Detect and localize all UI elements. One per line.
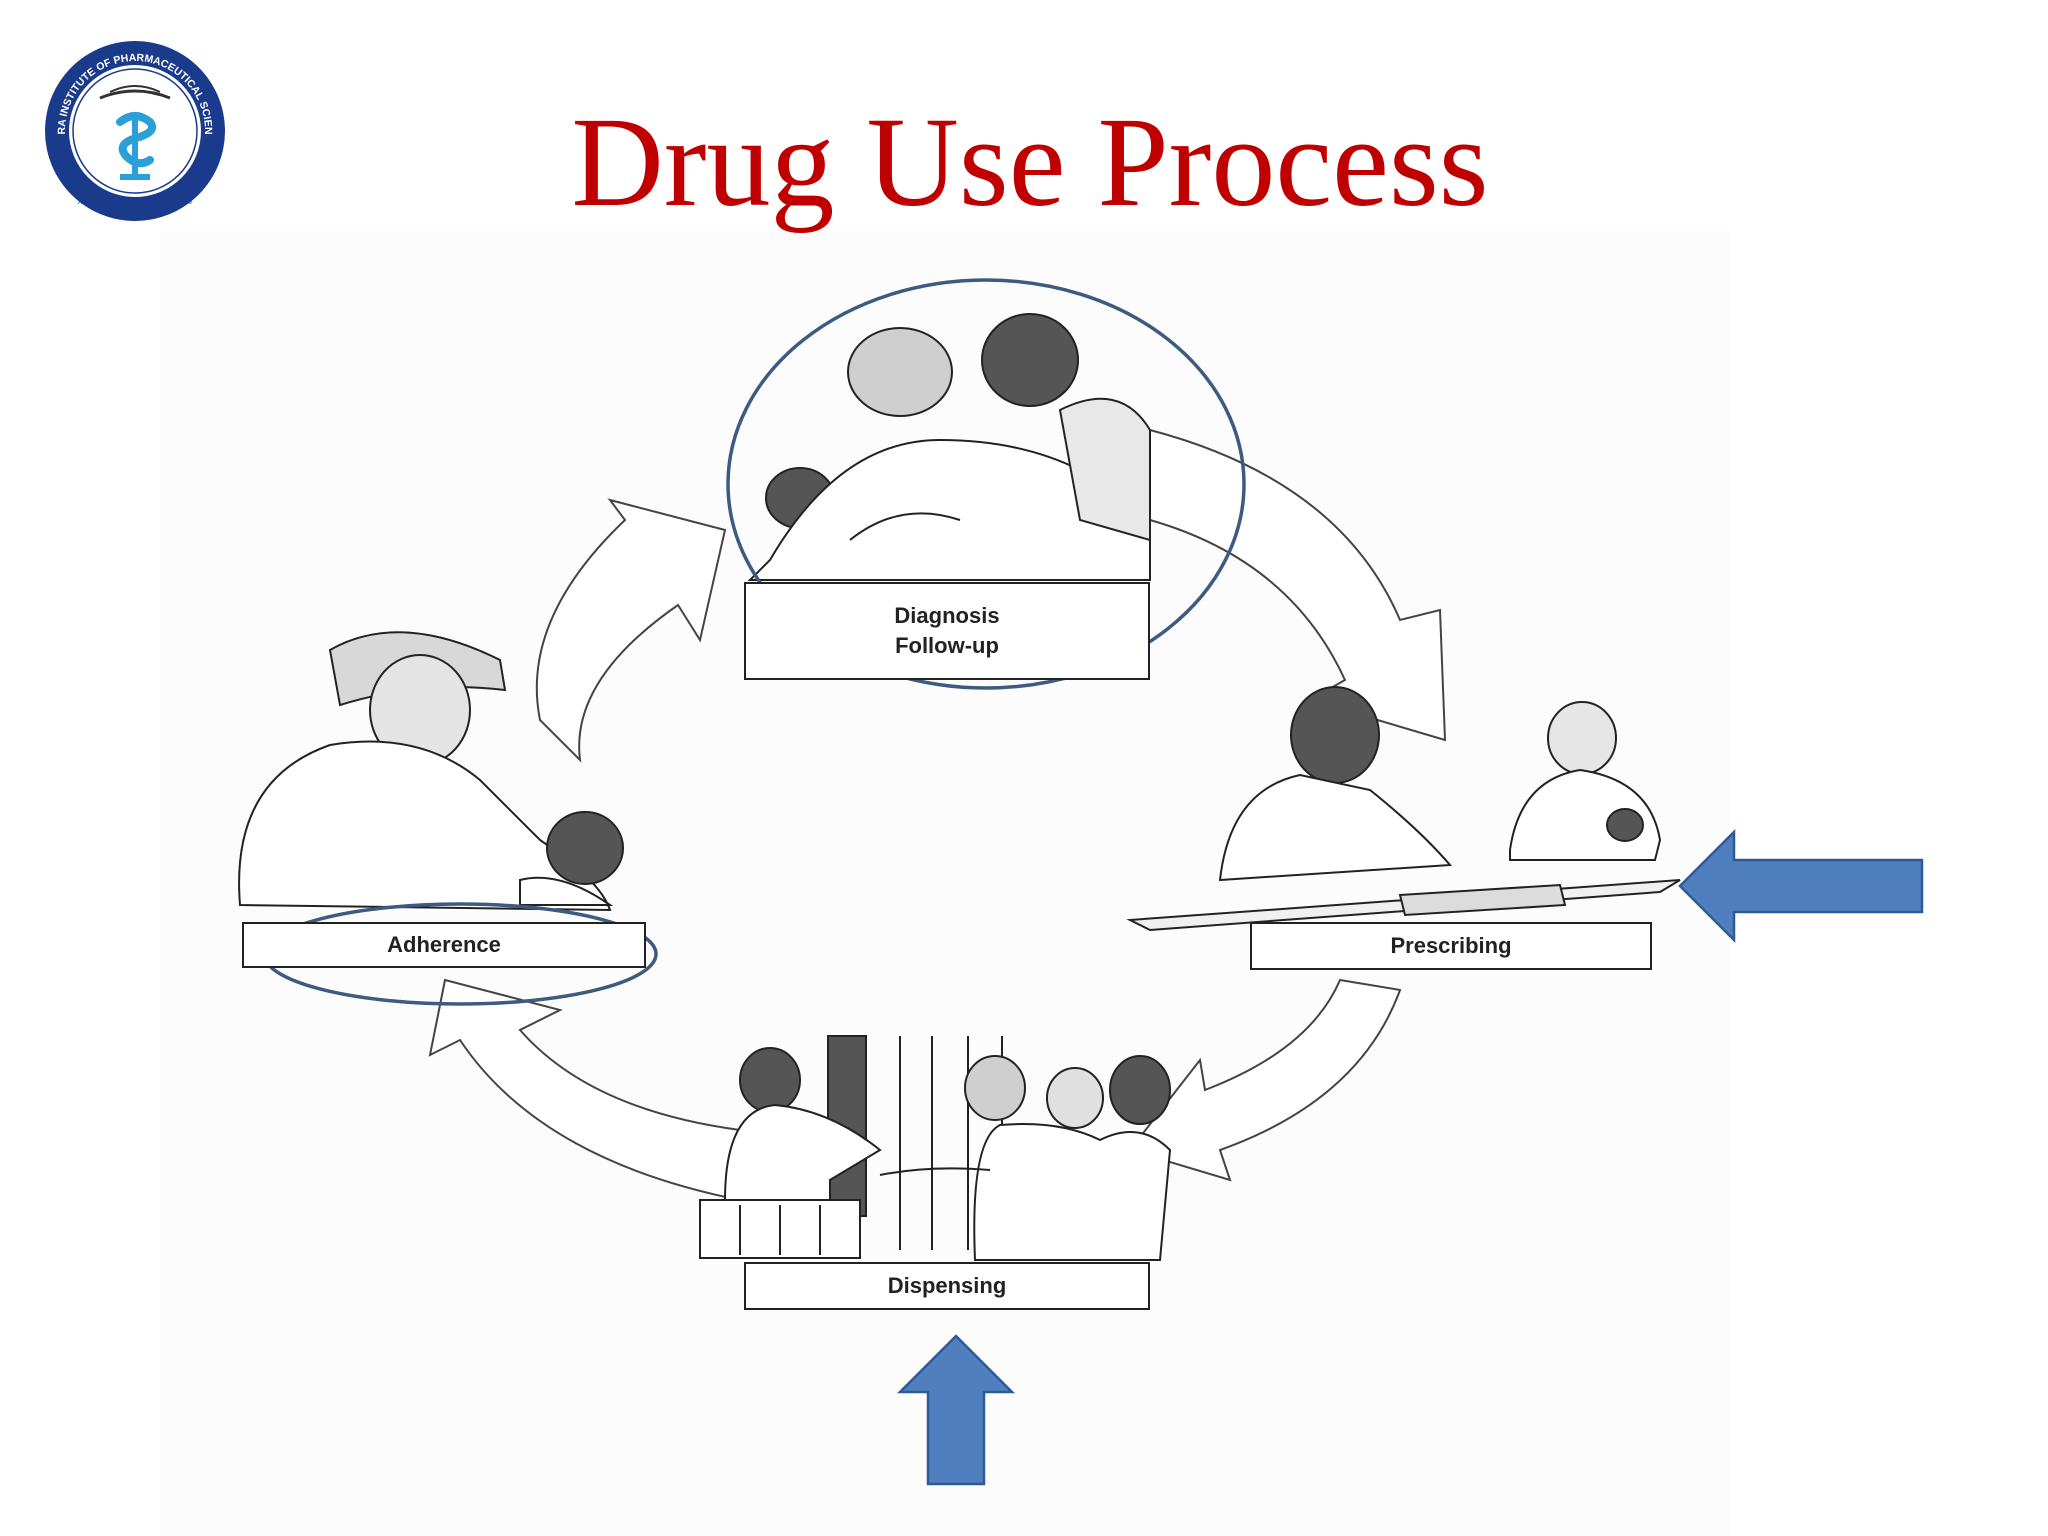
- cycle-arrows: [428, 428, 1447, 1202]
- dispensing-illustration: [699, 1035, 1172, 1261]
- caduceus-icon: [99, 85, 171, 180]
- adherence-illustration: [238, 631, 624, 912]
- slide-title: Drug Use Process: [571, 91, 1489, 233]
- dispensing-pointer-arrow: [896, 1334, 1016, 1486]
- institute-logo: YUSRA INSTITUTE OF PHARMACEUTICAL SCIENC…: [40, 36, 225, 221]
- stage-label-diagnosis: Diagnosis Follow-up: [744, 582, 1150, 680]
- stage-label-diagnosis-line2: Follow-up: [895, 633, 999, 658]
- arrow-prescribing-to-dispensing: [1128, 978, 1402, 1182]
- logo-motto: And when I am ill, it is (God) who cures…: [78, 200, 193, 206]
- prescribing-illustration: [1126, 686, 1681, 932]
- diagnosis-illustration: [747, 313, 1151, 581]
- stage-label-dispensing: Dispensing: [744, 1262, 1150, 1310]
- prescribing-pointer-arrow: [1678, 828, 1924, 944]
- stage-label-prescribing: Prescribing: [1250, 922, 1652, 970]
- arrow-dispensing-to-adherence: [428, 978, 741, 1202]
- arrow-diagnosis-to-prescribing: [1149, 428, 1447, 742]
- stage-label-diagnosis-line1: Diagnosis: [894, 603, 1000, 628]
- arrow-adherence-to-diagnosis: [535, 498, 727, 763]
- diagnosis-highlight-oval: [726, 278, 1246, 690]
- stage-label-adherence: Adherence: [242, 922, 646, 968]
